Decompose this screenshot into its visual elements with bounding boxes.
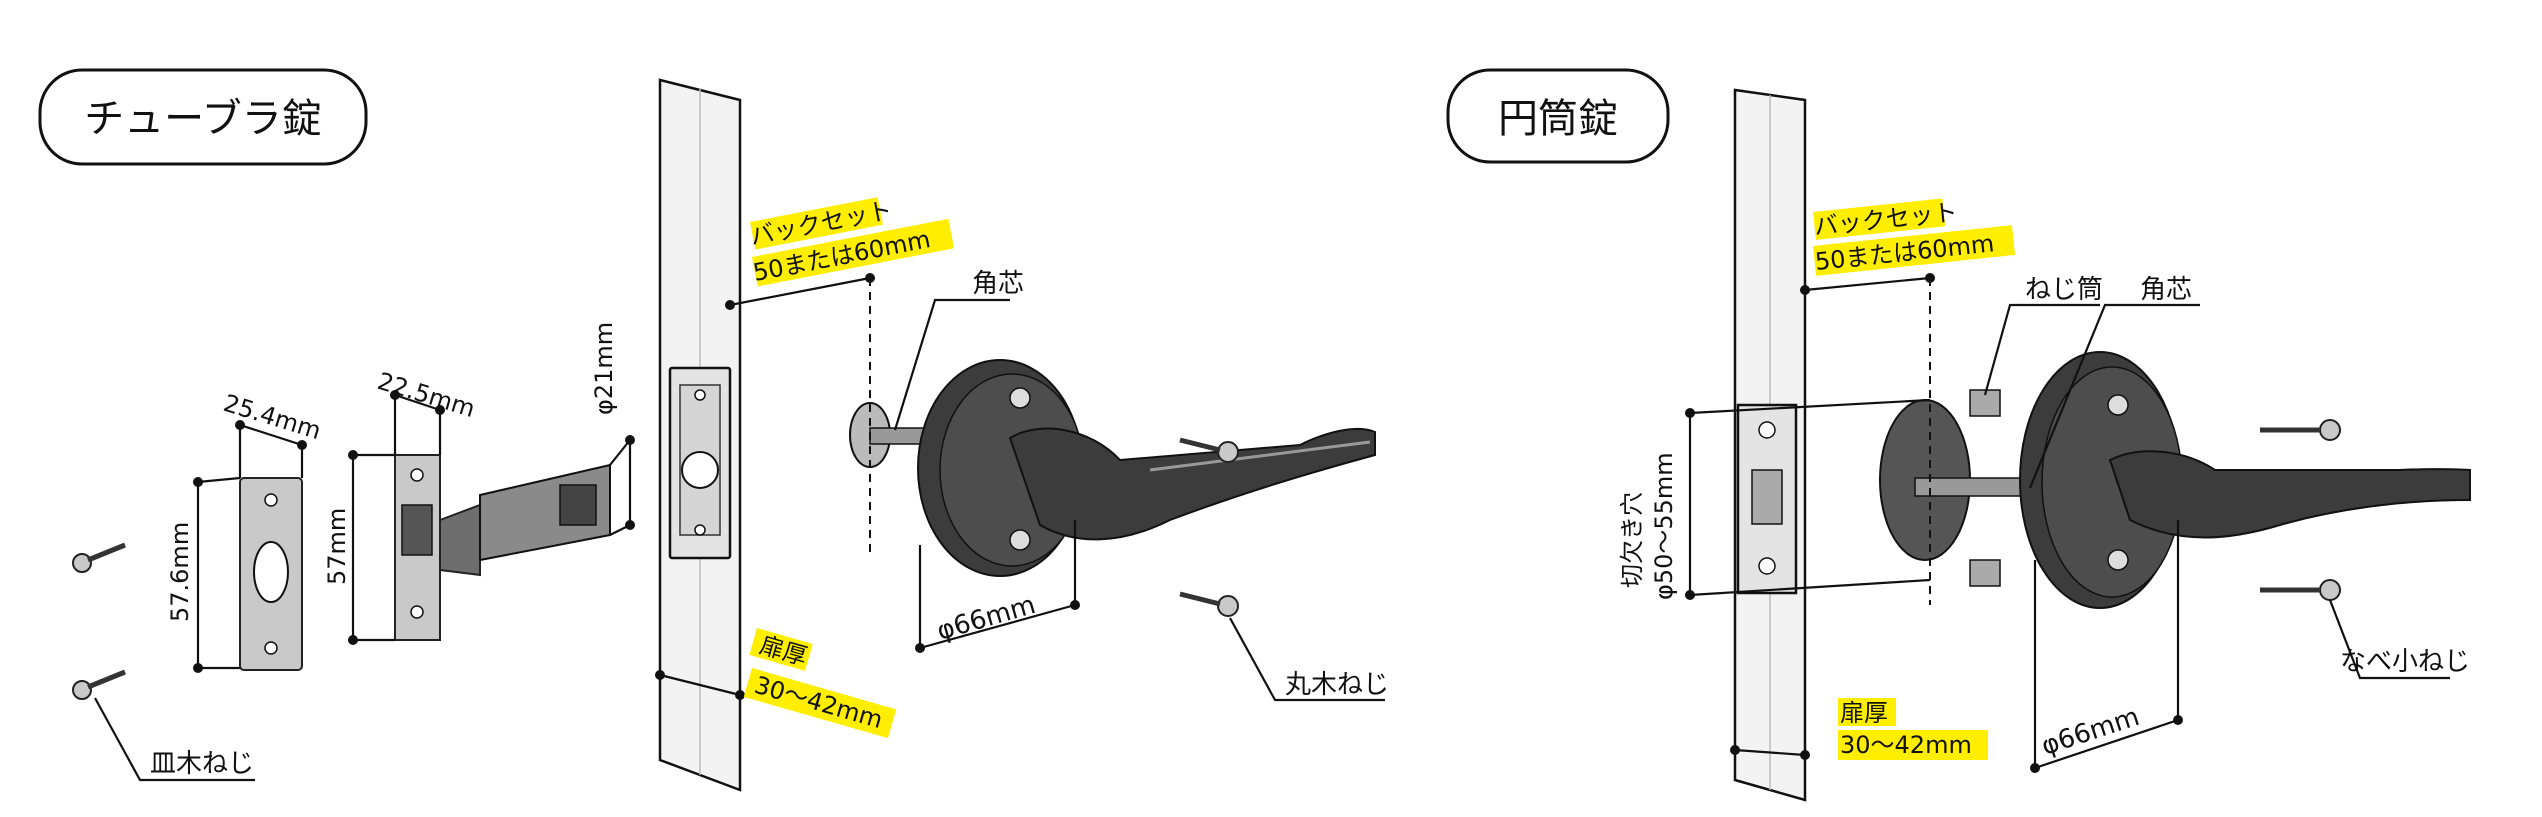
hole-size-title: 切欠き穴 [1618,492,1646,588]
round-wood-screw-icon [1179,437,1239,463]
flat-wood-screw-icon [72,542,126,573]
dim-phi66-label-left: φ66mm [934,590,1039,647]
screw-tube-label: ねじ筒 [2025,275,2103,305]
screws-left [72,437,1239,700]
door-slab-right [1733,88,1971,802]
dimensions-right: バックセット 50または60mm ねじ筒 角芯 切欠き穴 φ50～55mm φ6… [1618,198,2470,773]
door-thickness-title-left: 扉厚 [756,631,810,671]
tubular-title: チューブラ錠 [84,96,322,142]
cylindrical-lock-panel: 円筒錠 [1446,68,2471,802]
flat-wood-screw-icon [72,669,126,700]
strike-plate [239,477,303,671]
spindle-label-left: 角芯 [972,269,1024,299]
round-wood-screw-icon [1179,591,1239,617]
lever-handle-left [849,359,1376,577]
dim-phi21-label: φ21mm [590,322,618,415]
pan-machine-screw-icon [2260,419,2341,441]
latch-assembly [394,454,611,641]
cylindrical-title: 円筒錠 [1498,96,1618,142]
door-thickness-value-right: 30～42mm [1840,731,1972,759]
round-screw-label: 丸木ねじ [1285,670,1389,700]
flat-screw-label: 皿木ねじ [150,749,254,779]
spindle-label-right: 角芯 [2140,275,2192,305]
dim-57-6-label: 57.6mm [166,522,194,622]
lever-handle-right [2019,351,2471,609]
hole-size-value: φ50～55mm [1650,452,1678,600]
dim-22-5-label: 22.5mm [374,367,478,423]
tubular-title-badge: チューブラ錠 [38,68,368,166]
dim-57-label: 57mm [323,508,351,585]
pan-screw-label: なべ小ねじ [2340,647,2470,677]
door-thickness-title-right: 扉厚 [1840,699,1888,727]
dim-25-4-label: 25.4mm [220,389,324,445]
dim-phi66-label-right: φ66mm [2038,702,2143,762]
pan-machine-screw-icon [2260,579,2341,601]
screw-tube-assembly [1914,389,2026,587]
tubular-lock-panel: チューブラ錠 [38,68,1389,792]
screws-right [2260,419,2341,601]
door-slab-left [658,78,742,792]
cylindrical-title-badge: 円筒錠 [1446,68,1670,164]
door-thickness-value-left: 30～42mm [751,671,885,734]
